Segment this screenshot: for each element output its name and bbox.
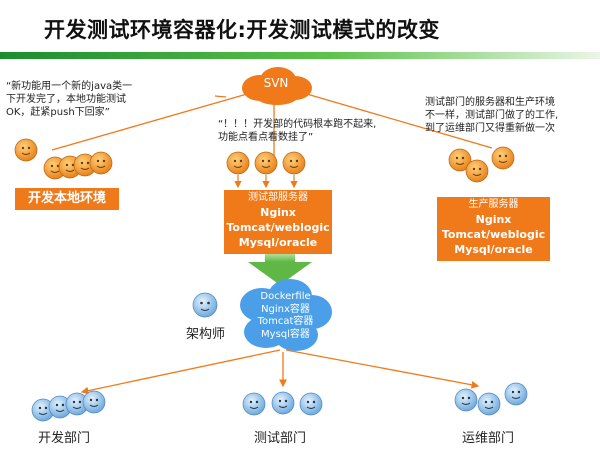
test-server-line: Nginx (260, 206, 296, 219)
dev-quote-line: “新功能用一个新的java类一 (6, 81, 133, 92)
ops-note-line: 不一样，测试部门做了的工作, (425, 110, 559, 121)
prod-server-heading: 生产服务器 (468, 199, 519, 210)
dev-quote-line: OK，赶紧push下回家” (6, 107, 110, 118)
test-quote-line: 功能点看点看数挂了” (218, 132, 314, 143)
prod-server-line: Mysql/oracle (454, 243, 533, 256)
test-server-line: Tomcat/weblogic (226, 221, 330, 234)
prod-server-line: Tomcat/weblogic (441, 228, 546, 241)
dev-local-env-box: 开发本地环境 (15, 188, 119, 210)
test-server-arrows (234, 175, 298, 189)
svn-label: SVN (263, 76, 289, 90)
face-architect (192, 292, 218, 318)
architect-label: 架构师 (186, 327, 226, 342)
test-server-line: Mysql/oracle (238, 236, 318, 249)
ops-note-line: 到了运维部门又得重新做一次 (425, 123, 555, 134)
page-title: 开发测试环境容器化:开发测试模式的改变 (44, 18, 440, 42)
svn-cloud (242, 67, 312, 105)
container-line: Mysql容器 (261, 328, 310, 340)
container-line: Dockerfile (260, 291, 311, 302)
dev-quote: “新功能用一个新的java类一 下开发完了，本地功能测试 OK，赶紧push下回… (6, 80, 132, 119)
faces-dept-test (242, 391, 323, 416)
container-cloud-text: Dockerfile Nginx容器 Tomcat容器 Mysql容器 (243, 291, 328, 341)
ops-note-line: 测试部门的服务器和生产环境 (425, 97, 555, 108)
container-line: Nginx容器 (261, 303, 310, 315)
test-quote: “！！！开发部的代码根本跑不起来, 功能点看点看数挂了” (218, 118, 376, 144)
faces-ops (448, 146, 515, 183)
container-cloud (240, 279, 332, 351)
faces-dept-dev (31, 390, 106, 422)
dept-test-label: 测试部门 (254, 431, 307, 446)
test-server-heading: 测试部服务器 (248, 192, 308, 203)
faces-dept-ops (454, 382, 528, 416)
dept-ops-label: 运维部门 (462, 431, 515, 446)
prod-server-box: 生产服务器 Nginx Tomcat/weblogic Mysql/oracle (437, 197, 550, 261)
dev-quote-line: 下开发完了，本地功能测试 (6, 94, 126, 105)
container-line: Tomcat容器 (257, 316, 314, 327)
green-down-arrow (248, 252, 312, 285)
prod-server-line: Nginx (475, 213, 512, 226)
connector-lines (51, 90, 493, 395)
ops-note: 测试部门的服务器和生产环境 不一样，测试部门做了的工作, 到了运维部门又得重新做… (425, 96, 558, 135)
faces-test-server (226, 151, 306, 175)
title-underline (0, 52, 600, 59)
dept-dev-label: 开发部门 (38, 431, 91, 446)
faces-dev-local (14, 138, 113, 180)
test-quote-line: “！！！开发部的代码根本跑不起来, (218, 119, 377, 130)
test-server-box: 测试部服务器 Nginx Tomcat/weblogic Mysql/oracl… (224, 190, 332, 254)
